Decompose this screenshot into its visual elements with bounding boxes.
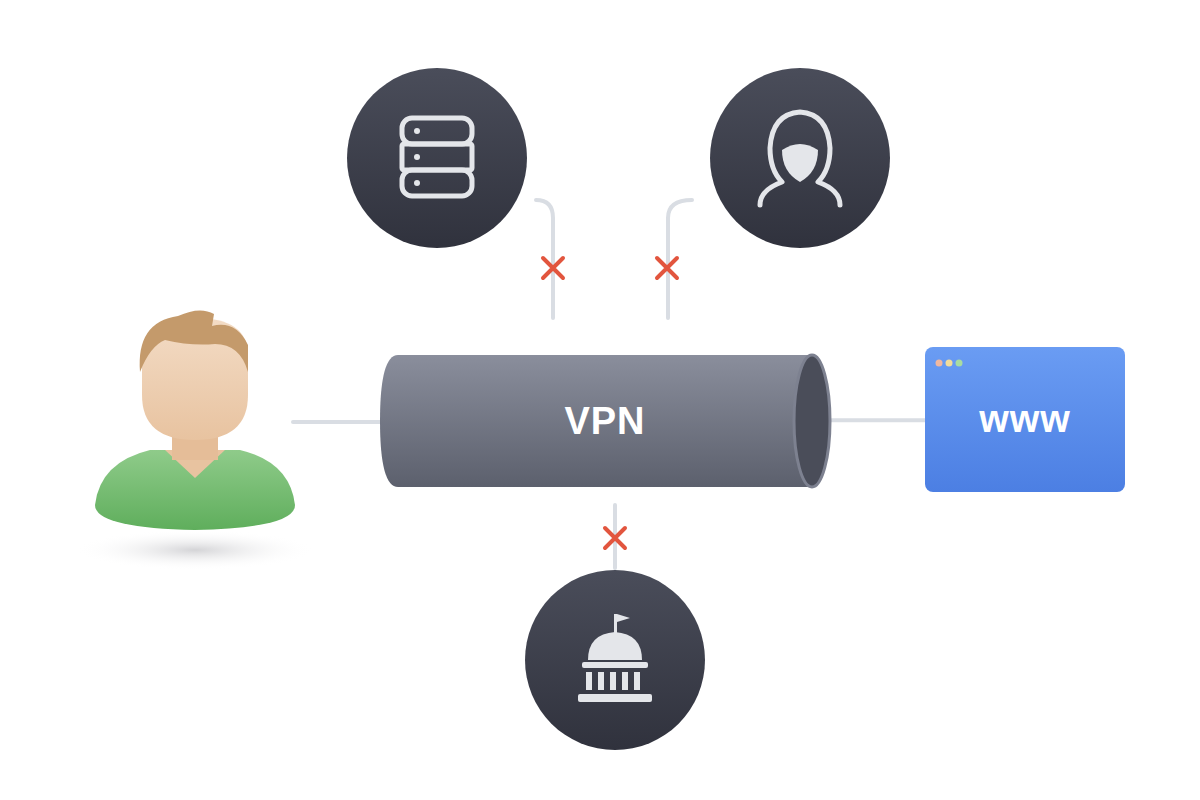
user-figure <box>75 310 315 570</box>
user-wire <box>293 420 385 424</box>
vpn-tunnel: VPN <box>380 355 830 487</box>
hacker-icon <box>710 68 890 248</box>
tube-body <box>380 355 812 487</box>
window-dot <box>946 360 953 367</box>
window-dot <box>956 360 963 367</box>
tube-opening <box>794 355 830 487</box>
browser-window: www <box>925 347 1125 492</box>
window-body <box>925 347 1125 492</box>
node-label: www <box>979 398 1071 441</box>
window-dot <box>936 360 943 367</box>
government-icon <box>525 570 705 750</box>
connector-line <box>830 418 925 422</box>
connector <box>830 420 925 421</box>
server-icon <box>347 68 527 248</box>
node-label: VPN <box>564 400 645 443</box>
